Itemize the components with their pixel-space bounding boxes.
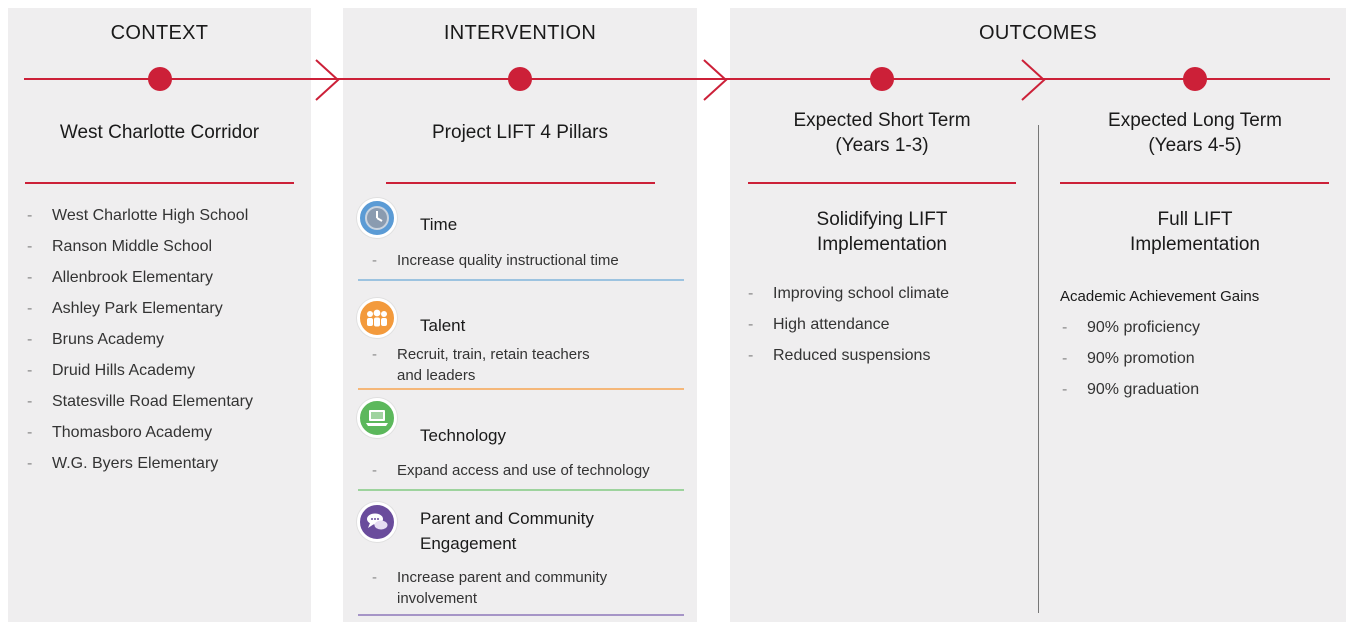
list-item: 90% graduation <box>1062 380 1332 411</box>
timeline-dot-long-term <box>1183 67 1207 91</box>
pillar-title-technology: Technology <box>420 426 507 445</box>
short-term-years: (Years 1-3) <box>835 135 929 156</box>
list-item: Statesville Road Elementary <box>27 392 307 423</box>
list-item: Reduced suspensions <box>748 346 1018 377</box>
short-term-divider <box>748 182 1016 184</box>
long-term-title: Expected Long Term (Years 4-5) <box>1060 108 1330 158</box>
short-term-focus-line: Solidifying LIFT <box>816 209 948 230</box>
pillar-title-line: Parent and Community <box>420 509 594 528</box>
long-term-list: 90% proficiency 90% promotion 90% gradua… <box>1062 318 1332 411</box>
context-subtitle: West Charlotte Corridor <box>59 122 260 143</box>
short-term-focus: Solidifying LIFT Implementation <box>745 207 1019 257</box>
short-term-title: Expected Short Term (Years 1-3) <box>745 108 1019 158</box>
intervention-heading: INTERVENTION <box>443 22 597 44</box>
long-term-title-line: Expected Long Term <box>1108 110 1282 131</box>
pillar-desc-line: Recruit, train, retain teachers <box>397 346 590 363</box>
outcomes-separator <box>1038 125 1039 613</box>
list-item: Bruns Academy <box>27 330 307 361</box>
long-term-divider <box>1060 182 1329 184</box>
pillar-divider-talent <box>358 388 684 390</box>
list-item: Druid Hills Academy <box>27 361 307 392</box>
pillar-title-time: Time <box>420 215 458 234</box>
chevron-right-icon <box>1021 59 1046 101</box>
list-item: West Charlotte High School <box>27 206 307 237</box>
list-item: 90% proficiency <box>1062 318 1332 349</box>
intervention-divider <box>386 182 655 184</box>
list-item: W.G. Byers Elementary <box>27 454 307 485</box>
list-item: 90% promotion <box>1062 349 1332 380</box>
gains-label: Academic Achievement Gains <box>1060 288 1260 305</box>
list-item: Ranson Middle School <box>27 237 307 268</box>
pillar-divider-engagement <box>358 614 684 616</box>
pillar-divider-time <box>358 279 684 281</box>
intervention-subtitle: Project LIFT 4 Pillars <box>432 122 608 143</box>
list-item: Allenbrook Elementary <box>27 268 307 299</box>
pillar-title-engagement: Parent and Community Engagement <box>420 506 594 556</box>
timeline-dot-context <box>148 67 172 91</box>
short-term-list: Improving school climate High attendance… <box>748 284 1018 377</box>
clock-icon <box>357 198 397 238</box>
long-term-focus: Full LIFT Implementation <box>1060 207 1330 257</box>
people-icon <box>357 298 397 338</box>
outcomes-heading: OUTCOMES <box>979 22 1097 44</box>
list-item: Ashley Park Elementary <box>27 299 307 330</box>
pillar-title-line: Engagement <box>420 534 517 553</box>
pillar-desc-talent: Recruit, train, retain teachers and lead… <box>372 344 682 386</box>
school-list: West Charlotte High School Ranson Middle… <box>27 206 307 485</box>
timeline-line <box>24 78 1330 80</box>
pillar-desc-technology: Expand access and use of technology <box>372 460 687 481</box>
timeline-dot-short-term <box>870 67 894 91</box>
list-item: Improving school climate <box>748 284 1018 315</box>
pillar-desc-line: Increase parent and community <box>397 569 608 586</box>
short-term-focus-line: Implementation <box>817 234 947 255</box>
pillar-desc-line: and leaders <box>397 367 476 384</box>
list-item: High attendance <box>748 315 1018 346</box>
pillar-title-talent: Talent <box>420 316 466 335</box>
intervention-panel <box>343 8 697 622</box>
short-term-title-line: Expected Short Term <box>793 110 971 131</box>
list-item: Thomasboro Academy <box>27 423 307 454</box>
timeline-dot-intervention <box>508 67 532 91</box>
laptop-icon <box>357 398 397 438</box>
chevron-right-icon <box>703 59 728 101</box>
long-term-focus-line: Implementation <box>1130 234 1260 255</box>
pillar-desc-engagement: Increase parent and community involvemen… <box>372 567 682 609</box>
chevron-right-icon <box>315 59 340 101</box>
pillar-desc-line: involvement <box>397 590 478 607</box>
long-term-years: (Years 4-5) <box>1148 135 1242 156</box>
pillar-divider-technology <box>358 489 684 491</box>
long-term-focus-line: Full LIFT <box>1157 209 1233 230</box>
chat-icon <box>357 502 397 542</box>
context-heading: CONTEXT <box>110 22 209 44</box>
pillar-desc-time: Increase quality instructional time <box>372 250 682 271</box>
context-divider <box>25 182 294 184</box>
